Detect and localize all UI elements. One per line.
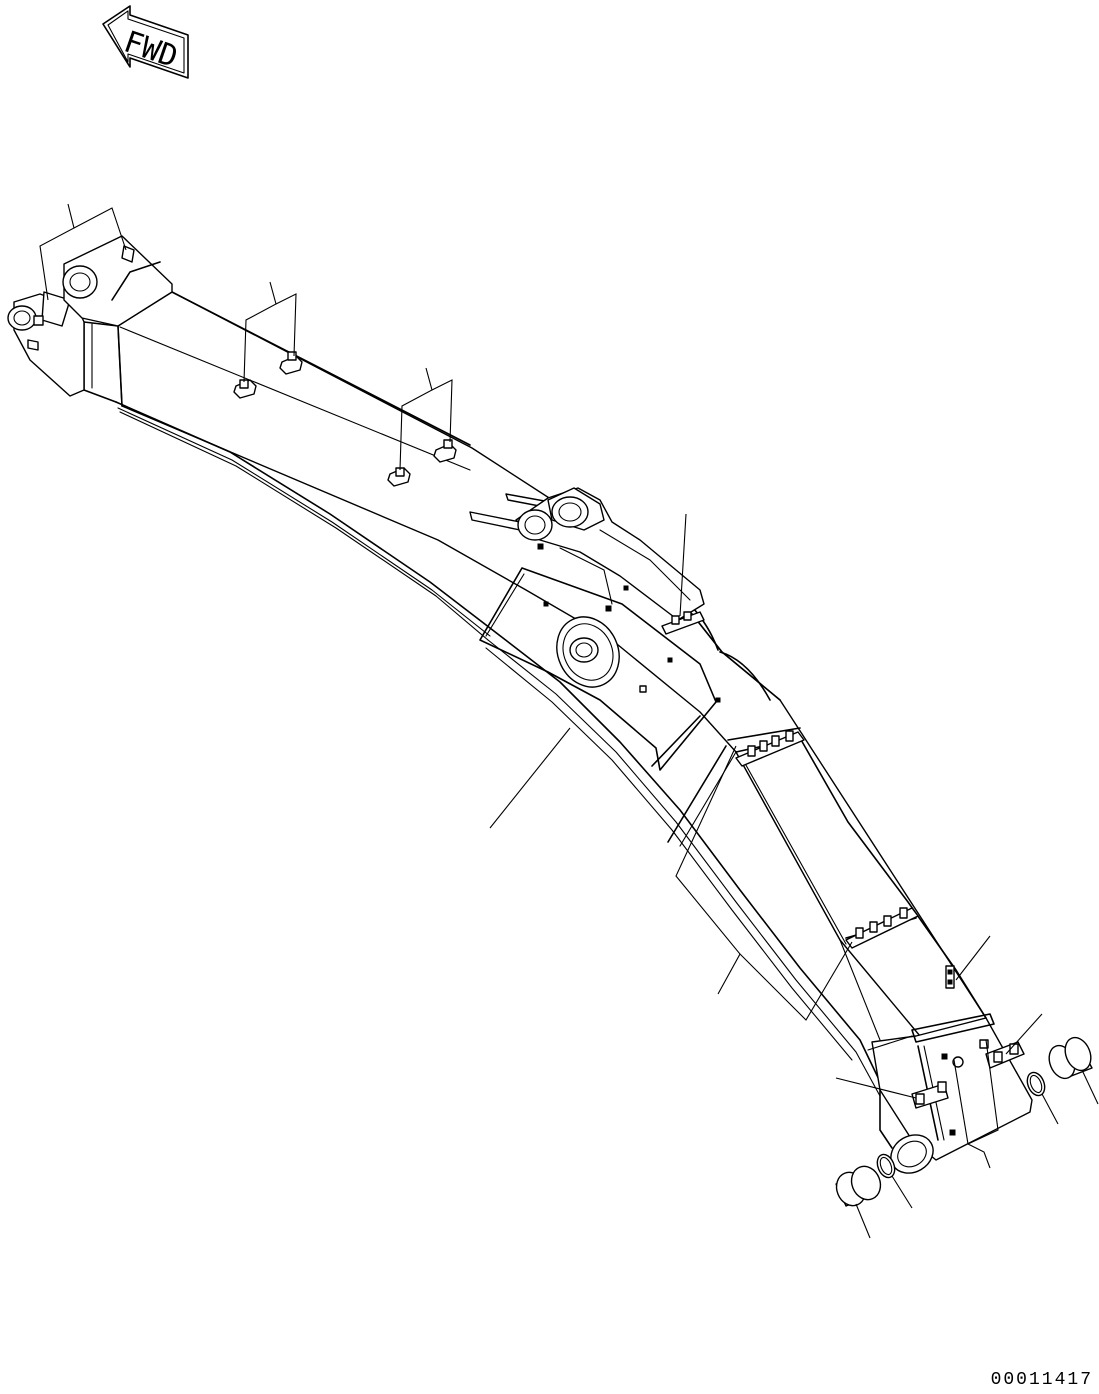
foot-bushing-left bbox=[832, 1162, 886, 1210]
foot-seal-right bbox=[1024, 1070, 1048, 1098]
forward-direction-arrow-icon: FWD bbox=[103, 6, 188, 78]
fwd-label: FWD bbox=[119, 24, 182, 75]
drawing-number: 00011417 bbox=[990, 1370, 1093, 1390]
boom-head bbox=[8, 236, 172, 396]
boom-body bbox=[84, 292, 1032, 1181]
foot-clamp-left bbox=[912, 1082, 948, 1108]
foot-seal-left bbox=[874, 1152, 898, 1180]
leader-lines bbox=[40, 204, 1098, 1238]
hose-clamp-band-1 bbox=[736, 731, 804, 766]
hose-clamp-group-1 bbox=[234, 352, 302, 398]
hose-clamp-group-2 bbox=[388, 440, 456, 486]
foot-plate-bolts bbox=[942, 1054, 963, 1135]
arm-cylinder-bracket bbox=[470, 488, 704, 620]
boom-cylinder-boss bbox=[544, 602, 720, 702]
side-bracket-right bbox=[946, 966, 954, 988]
foot-bushing-right bbox=[1045, 1034, 1096, 1083]
foot-clamp-right bbox=[980, 1040, 1024, 1068]
hose-clamp-upper-arm bbox=[662, 612, 704, 634]
